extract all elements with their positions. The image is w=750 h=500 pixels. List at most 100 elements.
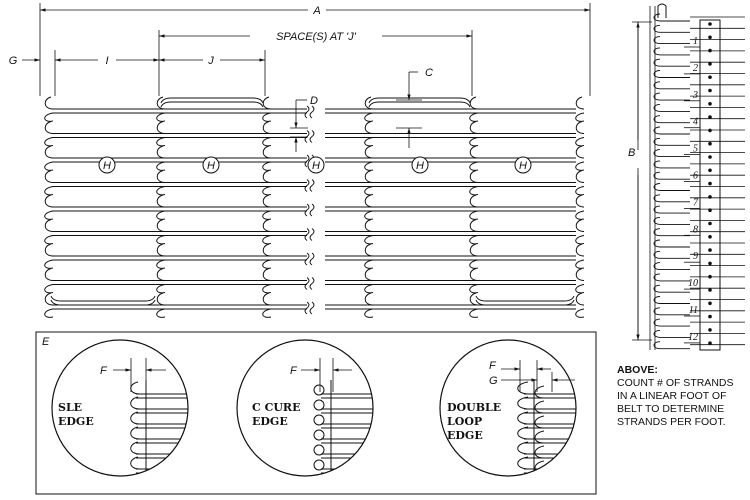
side-loop (653, 239, 690, 248)
c-cure-f-label: F (290, 365, 298, 377)
side-dot (708, 248, 712, 252)
edge-loop (575, 145, 585, 171)
strand-number: 3 (692, 90, 698, 101)
hole-marker-circle (98, 156, 116, 174)
hole-marker-label: H (312, 160, 320, 172)
edge-loop (44, 121, 54, 147)
double-loop-f-label: F (489, 360, 497, 372)
break-symbol (309, 179, 315, 192)
side-dot (708, 102, 712, 106)
edge-loop (44, 292, 54, 318)
dim-d-label: D (310, 95, 318, 107)
strand-number: 2 (693, 63, 698, 74)
side-dot (708, 314, 712, 319)
dim-g-label: G (9, 55, 18, 67)
hole-marker-circle (411, 156, 429, 174)
detail-loop (130, 441, 141, 455)
side-loop (653, 36, 690, 45)
detail-loop (517, 396, 531, 410)
strand-number: 6 (693, 171, 698, 182)
hole-marker-label: H (103, 160, 111, 172)
c-cure-line2: EDGE (252, 415, 288, 428)
detail-loop (130, 426, 141, 440)
detail-loop (517, 456, 531, 470)
break-symbol (304, 277, 310, 290)
side-loop (653, 262, 690, 271)
side-loop (653, 103, 690, 112)
side-loop (653, 228, 690, 237)
side-dot (708, 141, 712, 146)
side-dot (708, 128, 712, 133)
top-bow (160, 97, 264, 104)
double-loop-line3: EDGE (447, 429, 483, 442)
side-loop (653, 47, 690, 56)
detail-loop (313, 399, 325, 411)
strand-number: 9 (693, 251, 698, 262)
edge-loop (156, 292, 166, 318)
detail-loop (534, 415, 545, 429)
hole-marker-circle (307, 156, 325, 174)
side-dot (708, 208, 712, 212)
strand-number: 1 (693, 36, 698, 47)
dim-b-label: B (628, 147, 635, 159)
side-loop (653, 273, 690, 282)
side-dot (708, 288, 712, 292)
top-bow (160, 101, 264, 108)
edge-loop (44, 268, 54, 294)
note-line-4: STRANDS PER FOOT. (617, 416, 726, 428)
side-loop (653, 205, 690, 214)
side-dot (708, 328, 712, 332)
note-line-3: BELT TO DETERMINE (617, 403, 725, 415)
break-symbol (304, 105, 310, 119)
side-loop (653, 250, 690, 259)
edge-detail-sle: SLE EDGE (51, 339, 189, 477)
bottom-bow (475, 295, 575, 302)
detail-loop (517, 381, 531, 395)
strand-number: 12 (688, 332, 698, 343)
side-loop (653, 115, 690, 124)
edge-loop (364, 292, 374, 318)
detail-loop (534, 400, 545, 414)
side-dot (708, 48, 712, 53)
bottom-bow (475, 299, 575, 306)
detail-loop (130, 381, 141, 395)
side-dot (708, 341, 712, 346)
side-loop (653, 307, 690, 316)
dim-c-label: C (425, 67, 433, 79)
edge-f-dimensions (113, 358, 575, 392)
note-line-1: COUNT # OF STRANDS (617, 377, 734, 389)
strand-number: 10 (688, 278, 698, 289)
side-loop (653, 13, 690, 22)
detail-loop (517, 441, 531, 455)
edge-loop (575, 292, 585, 318)
break-symbol (309, 105, 315, 119)
dim-i-label: I (105, 55, 108, 67)
edge-loop (262, 292, 272, 318)
side-loop (653, 284, 690, 293)
break-symbol (304, 154, 310, 168)
top-bow (368, 97, 471, 104)
detail-loop (517, 411, 531, 425)
detail-loop (534, 445, 545, 459)
side-loop (653, 70, 690, 78)
side-dot (708, 62, 712, 66)
break-symbol (304, 301, 310, 315)
side-loop (653, 296, 690, 304)
break-symbol (309, 277, 315, 290)
detail-loop (517, 426, 531, 440)
strand-number: 8 (693, 224, 698, 235)
side-loop (653, 160, 690, 169)
break-symbol (309, 130, 315, 143)
side-dot (708, 115, 712, 119)
hole-marker-label: H (207, 160, 215, 172)
detail-loop (313, 459, 325, 471)
strand-number: 4 (693, 117, 698, 128)
edge-loop (575, 268, 585, 294)
detail-loop (130, 411, 141, 425)
side-loop (653, 341, 690, 350)
detail-loop (534, 430, 545, 444)
side-loop (653, 149, 690, 158)
hole-marker-label: H (416, 160, 424, 172)
